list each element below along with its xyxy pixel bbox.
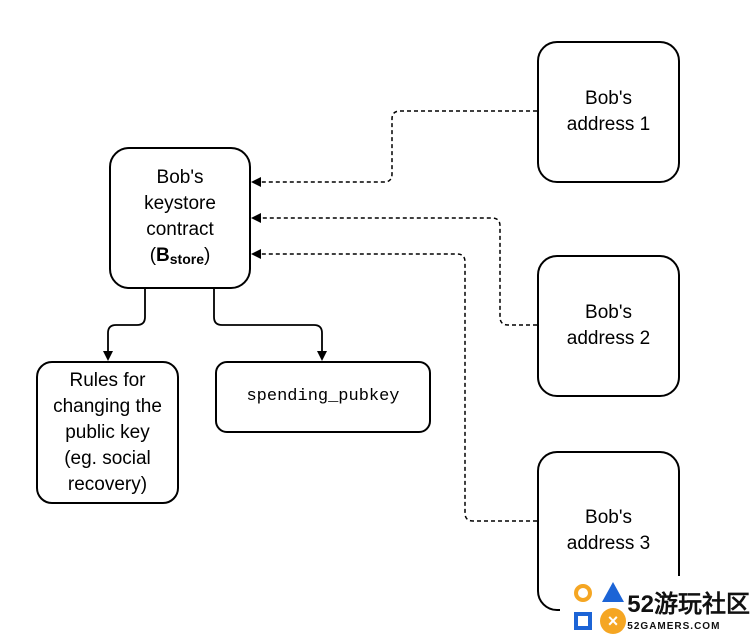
address-label-3: Bob's address 3 <box>566 507 651 554</box>
triangle-icon <box>602 582 624 602</box>
address-node-2: Bob's address 2 <box>537 255 680 397</box>
keystore-line1: Bob's <box>156 166 204 188</box>
keystore-line2: keystore <box>144 192 216 214</box>
dashed-arrow-address2 <box>251 213 537 326</box>
keystore-symbol-sub: store <box>169 250 204 267</box>
watermark-logo: × 52游玩社区 52GAMERS.COM <box>560 576 750 640</box>
watermark-icons: × <box>572 580 626 636</box>
cross-icon: × <box>600 608 626 634</box>
keystore-line3: contract <box>146 218 214 240</box>
watermark-site: 52GAMERS.COM <box>627 621 721 632</box>
address-node-1: Bob's address 1 <box>537 41 680 183</box>
dashed-arrow-address1 <box>251 110 537 187</box>
arrow-keystore-to-rules <box>103 289 146 361</box>
spending-pubkey-label: spending_pubkey <box>246 387 400 406</box>
arrow-keystore-to-pubkey <box>213 289 327 361</box>
square-icon <box>574 612 592 630</box>
keystore-contract-node: Bob's keystore contract (Bstore) <box>109 147 251 289</box>
watermark-brand-number: 52 <box>627 591 654 618</box>
rules-label: Rules for changing the public key (eg. s… <box>53 369 162 495</box>
watermark-brand-name: 游玩社区 <box>654 591 750 618</box>
address-label-1: Bob's address 1 <box>566 88 651 135</box>
dashed-arrow-address3 <box>251 249 537 522</box>
keystore-symbol: (Bstore) <box>149 244 211 267</box>
keystore-symbol-main: B <box>156 244 170 266</box>
address-label-2: Bob's address 2 <box>566 302 651 349</box>
watermark-brand: 52游玩社区 <box>627 584 750 619</box>
spending-pubkey-node: spending_pubkey <box>215 361 431 433</box>
rules-node: Rules for changing the public key (eg. s… <box>36 361 179 504</box>
circle-icon <box>574 584 592 602</box>
